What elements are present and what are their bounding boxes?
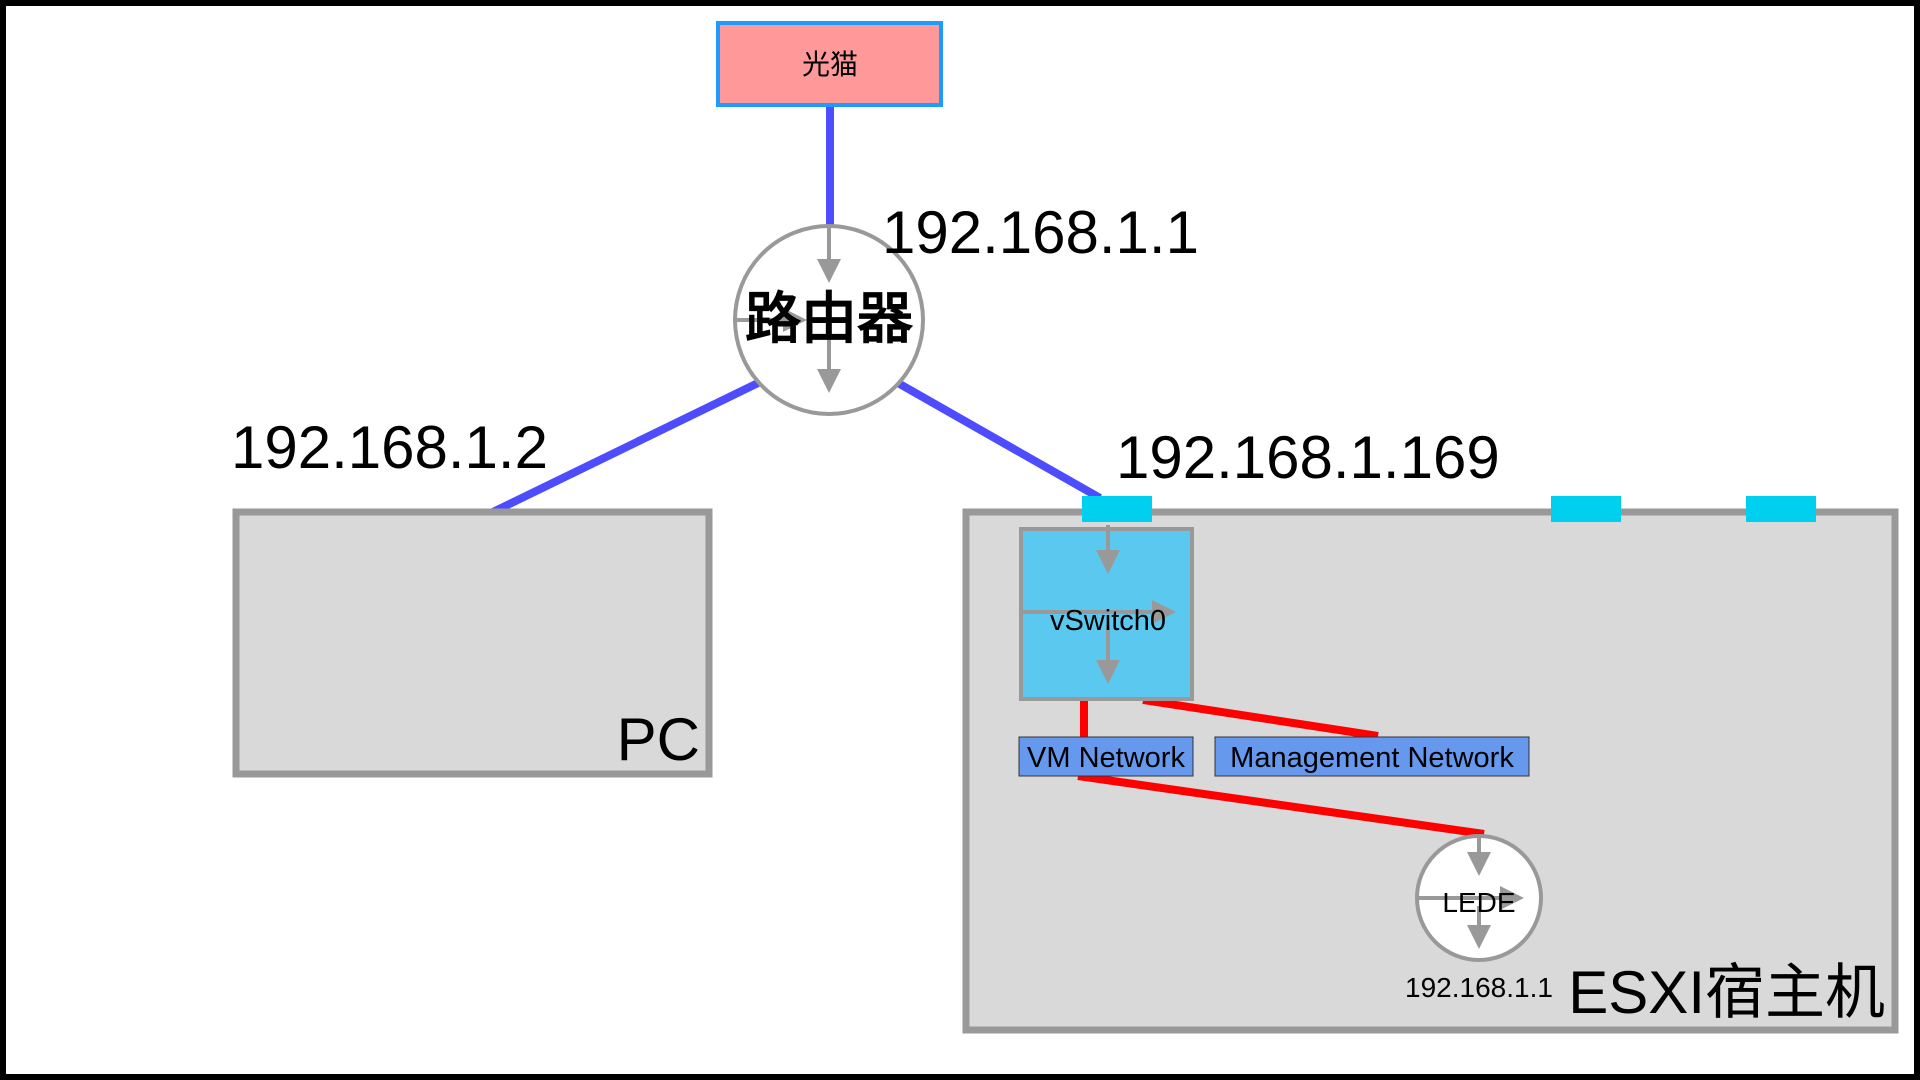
modem-label: 光猫 [802, 48, 858, 81]
router-arrows-icon [737, 228, 841, 393]
port-group-label: VM Network [1027, 742, 1185, 774]
esxi-nics [1082, 496, 1816, 522]
vswitch[interactable]: vSwitch0 [1019, 525, 1194, 701]
esxi-label: ESXI宿主机 [1568, 959, 1885, 1026]
pc-label: PC [617, 706, 700, 773]
vswitch-label: vSwitch0 [1050, 605, 1166, 637]
lede-ip: 192.168.1.1 [1405, 972, 1553, 1003]
link-router-pc [491, 379, 760, 516]
router-label: 路由器 [745, 287, 914, 352]
nic-port-2 [1551, 496, 1621, 522]
link-vmnetwork-lede [1077, 772, 1485, 838]
modem[interactable]: 光猫 [716, 21, 943, 107]
link-switch-mgmt [1142, 696, 1379, 740]
nic-port-3 [1746, 496, 1816, 522]
port-group-rect [1214, 736, 1530, 777]
router-ip: 192.168.1.1 [882, 199, 1199, 266]
port-group-rect [1018, 736, 1194, 777]
link-router-esxi [896, 379, 1102, 502]
port-group-vm-network[interactable]: VM Network [1018, 736, 1194, 777]
blue-links [491, 107, 1102, 516]
pc-box[interactable]: PC [232, 508, 713, 778]
pc-ip: 192.168.1.2 [231, 414, 548, 481]
pc-rect [232, 508, 713, 778]
lede-arrows-icon [1418, 836, 1524, 949]
nic-port-1 [1082, 496, 1152, 522]
esxi-ip: 192.168.1.169 [1116, 424, 1500, 491]
port-group-label: Management Network [1230, 742, 1514, 774]
port-group-management-network[interactable]: Management Network [1214, 736, 1530, 777]
lede-label: LEDE [1442, 887, 1515, 918]
red-links [1077, 696, 1485, 838]
lede-router[interactable]: LEDE [1415, 834, 1543, 962]
router[interactable]: 路由器 [733, 224, 925, 416]
vswitch-arrows-icon [1022, 525, 1176, 684]
modem-box [716, 21, 943, 107]
